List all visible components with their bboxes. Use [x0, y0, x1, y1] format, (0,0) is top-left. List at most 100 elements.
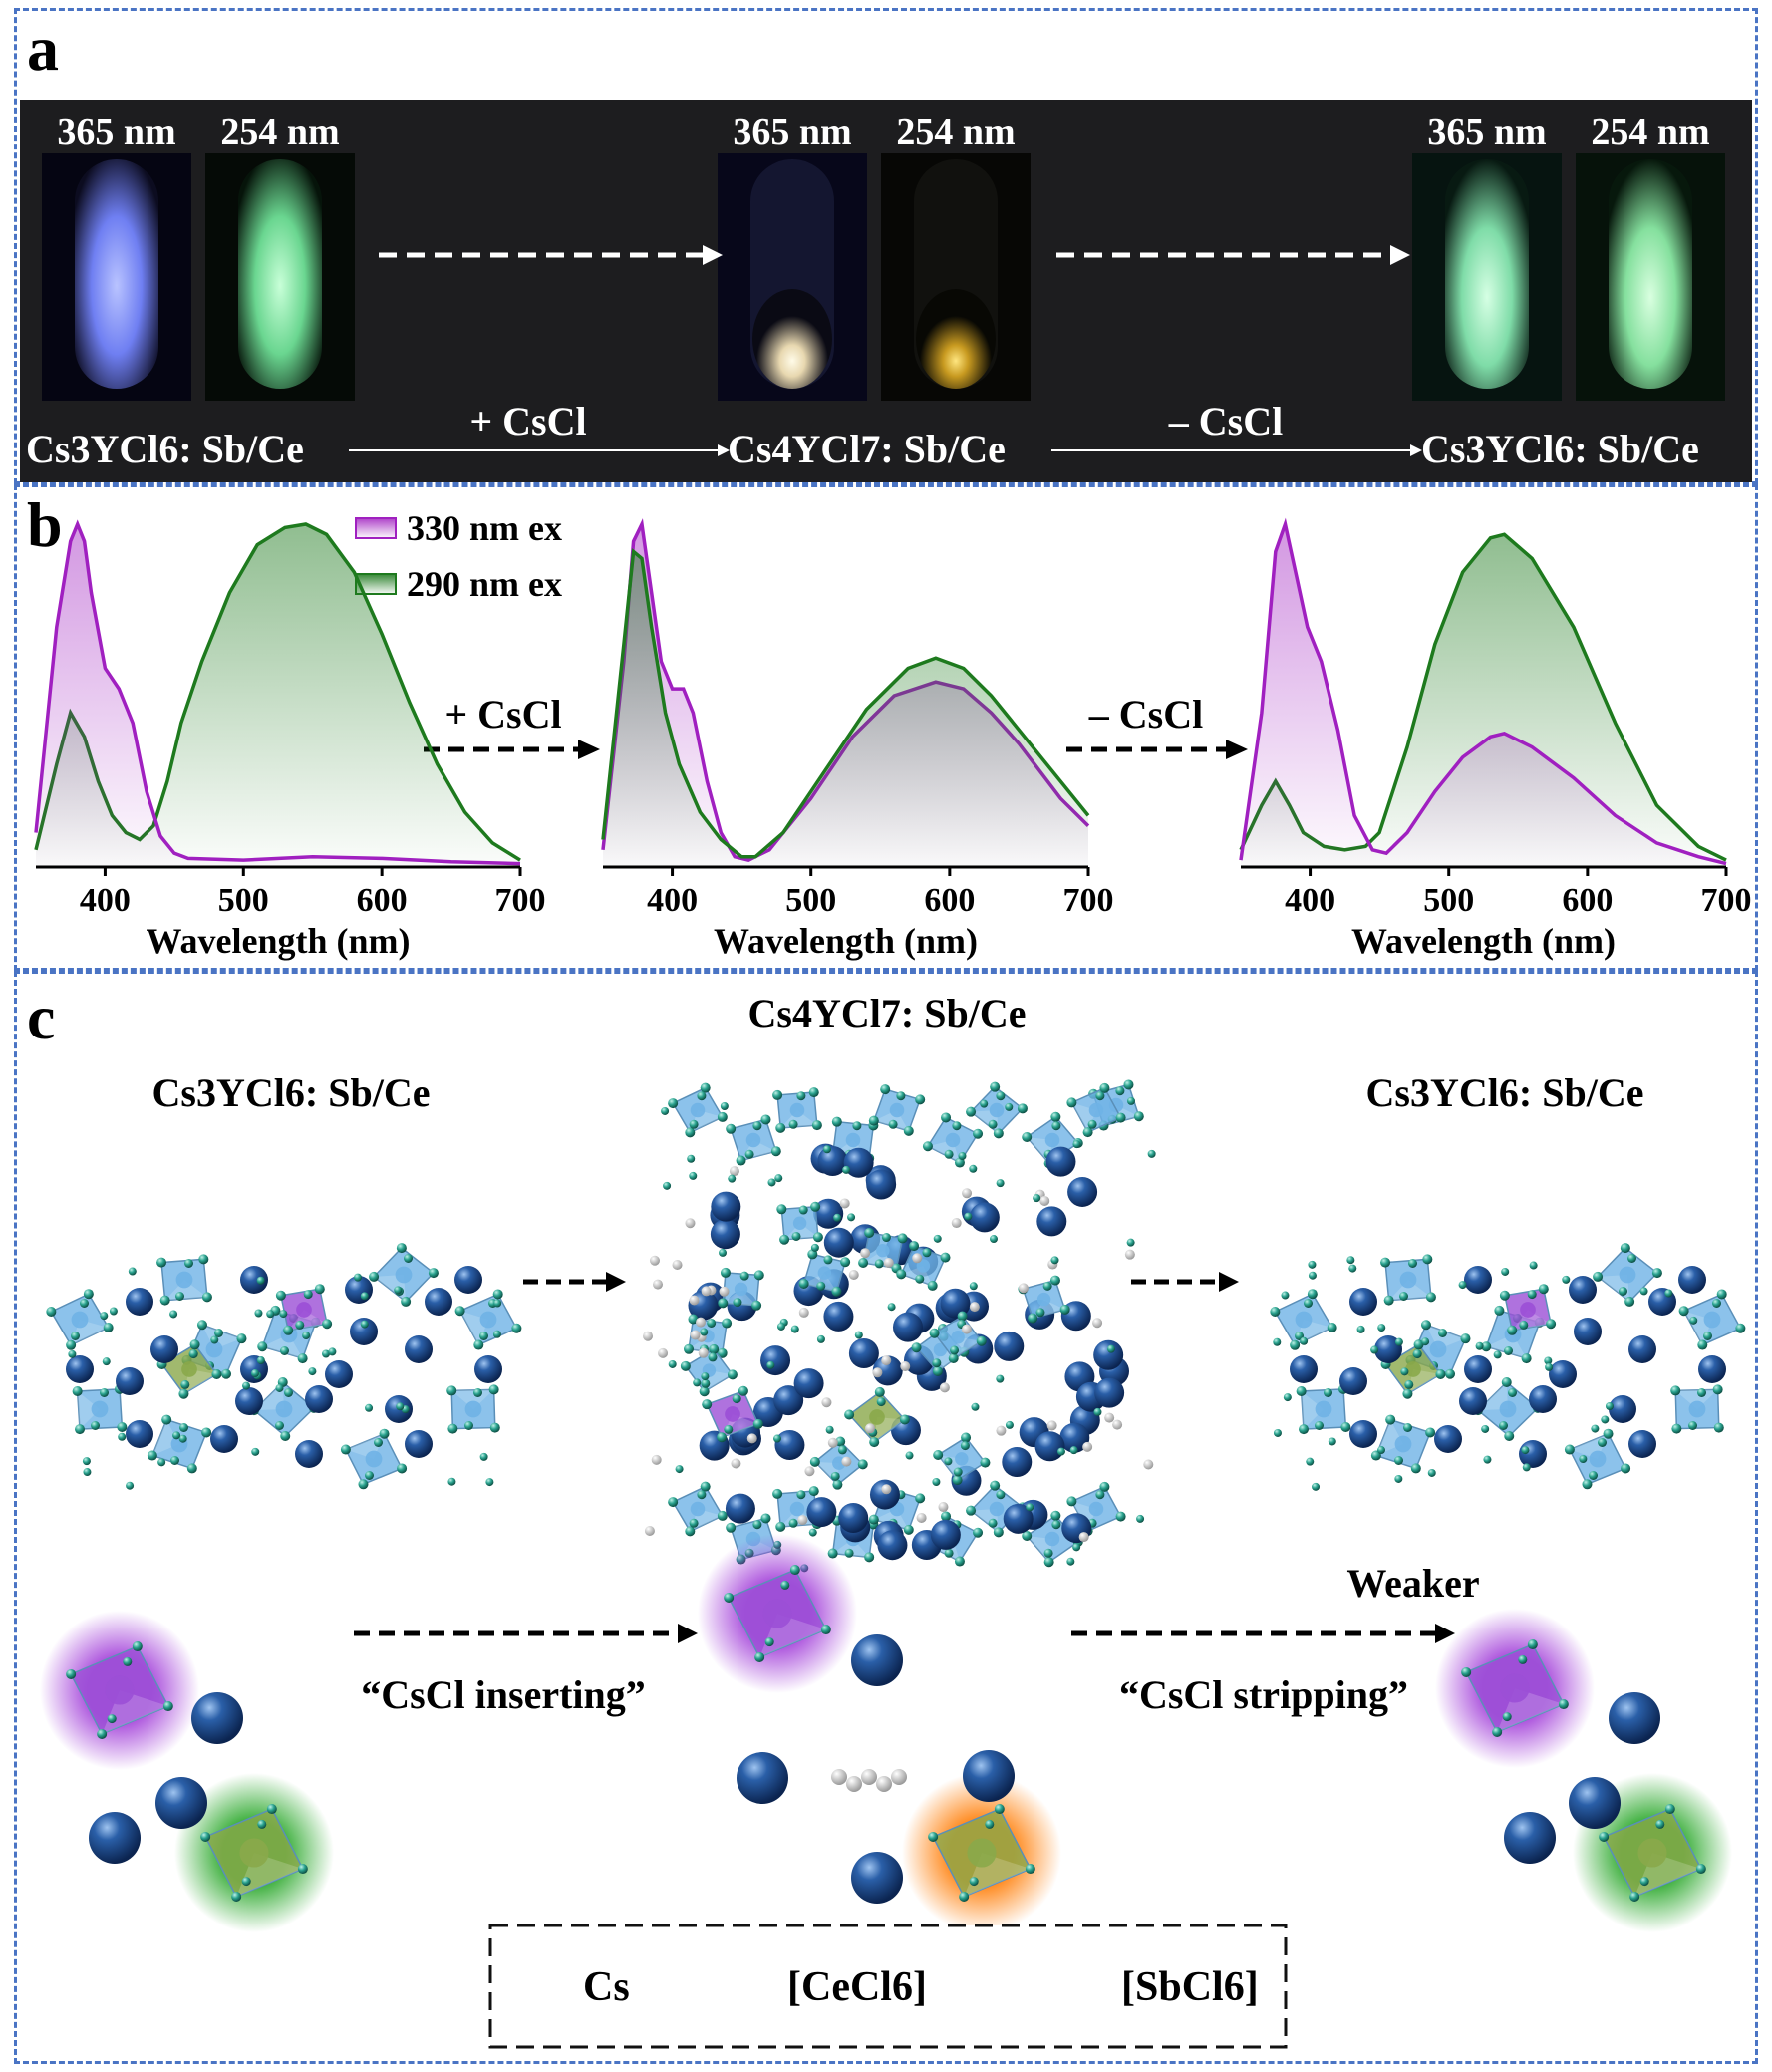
legend-label-290: 290 nm ex: [407, 564, 562, 604]
cl-atom: [1545, 1362, 1554, 1371]
cl-atom: [933, 1234, 942, 1243]
cl-atom: [1300, 1336, 1309, 1345]
cecl6-octahedron: [702, 1385, 763, 1443]
cl-atom: [822, 1145, 831, 1154]
cl-atom: [479, 1452, 488, 1461]
ycl6-octahedron: [726, 1114, 781, 1166]
cs-atom: [155, 1777, 207, 1829]
cl-atom: [1026, 1503, 1034, 1512]
x-tick-label-400: 400: [1285, 882, 1335, 919]
cs-atom: [405, 1335, 433, 1363]
weaker-label: Weaker: [1346, 1561, 1479, 1606]
vacancy-atom: [1112, 1419, 1123, 1430]
cs-atom: [1574, 1318, 1602, 1345]
cl-atom: [1605, 1402, 1614, 1411]
cl-atom: [100, 1312, 109, 1321]
vacancy-atom: [841, 1456, 852, 1467]
cl-atom: [1093, 1407, 1102, 1416]
cs-atom: [823, 1301, 854, 1332]
dashed-arrow-1: [379, 245, 723, 265]
ycl6-octahedron: [147, 1414, 212, 1474]
cl-atom: [964, 1212, 973, 1221]
ycl6-octahedron: [798, 1249, 851, 1297]
cl-atom: [1050, 1256, 1059, 1265]
panel-c-label: c: [27, 982, 56, 1052]
solid-arrow-1: [349, 444, 730, 456]
ycl6-octahedron: [454, 1289, 522, 1350]
cs-atom: [1549, 1360, 1577, 1388]
cl-atom: [1308, 1260, 1317, 1269]
panel-a: a: [14, 8, 1758, 484]
cs-atom: [760, 1345, 791, 1376]
vacancy-atom: [969, 1302, 980, 1313]
cl-atom: [767, 1178, 776, 1187]
cs-atom: [851, 1634, 903, 1686]
mechanism-row: [40, 1534, 1732, 1932]
panel-b-label: b: [27, 489, 63, 560]
vacancy-atom: [891, 1769, 907, 1785]
cl-atom: [1529, 1261, 1538, 1270]
cl-atom: [1072, 1543, 1081, 1552]
vacancy-atom: [861, 1769, 877, 1785]
legend-ce-label: [CeCl6]: [787, 1964, 927, 2010]
cs-atom: [1059, 1422, 1090, 1453]
process-label-stripping: “CsCl stripping”: [1119, 1672, 1408, 1717]
cs-atom: [235, 1387, 263, 1415]
spectrum-area-290-3: [1241, 534, 1726, 867]
ycl6-octahedron: [668, 1082, 728, 1138]
cl-atom: [816, 1334, 825, 1343]
cl-atom: [1069, 1446, 1078, 1455]
cl-atom: [492, 1330, 501, 1338]
cl-atom: [905, 1451, 914, 1460]
cl-atom: [328, 1347, 337, 1356]
x-tick-label-600: 600: [357, 882, 408, 919]
cl-atom: [1356, 1325, 1365, 1333]
cl-atom: [1273, 1428, 1282, 1437]
cl-atom: [661, 1106, 670, 1115]
cl-atom: [169, 1310, 178, 1319]
cs-atom: [1529, 1385, 1557, 1413]
cl-atom: [990, 1235, 999, 1244]
cs-atom: [872, 1355, 903, 1386]
cl-atom: [1377, 1446, 1386, 1455]
cs-atom: [1339, 1367, 1367, 1395]
cl-atom: [1394, 1337, 1403, 1346]
spectrum-area-290-2: [603, 551, 1088, 867]
x-tick-label-500: 500: [785, 882, 836, 919]
spectrum-area-330-1: [36, 524, 520, 867]
vacancy-atom: [839, 1198, 850, 1209]
ycl6-octahedron: [772, 1486, 822, 1532]
ycl6-octahedron: [772, 1087, 822, 1133]
cs-atom: [843, 1147, 874, 1178]
panel-b: b: [14, 484, 1758, 971]
vacancy-atom: [883, 1257, 894, 1268]
vacancy-atom: [729, 1166, 739, 1177]
vacancy-atom: [672, 1260, 683, 1271]
cl-atom: [250, 1369, 259, 1378]
cl-atom: [1521, 1446, 1530, 1455]
cl-atom: [825, 1425, 834, 1434]
cs-atom: [851, 1852, 903, 1904]
vacancy-atom: [900, 1361, 911, 1372]
vacancy-atom: [848, 1270, 859, 1281]
cl-atom: [210, 1335, 219, 1344]
mechanism-arrow-1: [354, 1624, 698, 1643]
cs-atom: [1569, 1777, 1621, 1829]
cl-atom: [969, 1282, 978, 1291]
cl-atom: [128, 1267, 137, 1276]
legend-sb-label: [SbCl6]: [1121, 1964, 1259, 2010]
crystal-diagram: Cs3YCl6: Sb/Ce Cs4YCl7: Sb/Ce Cs3YCl6: S…: [40, 991, 1746, 2049]
x-axis-label-3: Wavelength (nm): [1351, 921, 1616, 961]
cl-atom: [790, 1325, 799, 1333]
cs-atom: [210, 1425, 238, 1453]
sbcl6-octahedron: [1599, 1804, 1706, 1902]
cl-atom: [157, 1458, 166, 1467]
cs-atom: [806, 1497, 837, 1528]
sbcl6-octahedron: [928, 1804, 1035, 1902]
cecl6-octahedron: [1499, 1284, 1557, 1335]
vacancy-atom: [696, 1317, 707, 1328]
vacancy-atom: [1082, 1441, 1093, 1452]
uv-label-1a: 365 nm: [57, 111, 175, 152]
solid-arrow-2: [1051, 444, 1422, 456]
ycl6-octahedron: [1564, 1428, 1631, 1490]
